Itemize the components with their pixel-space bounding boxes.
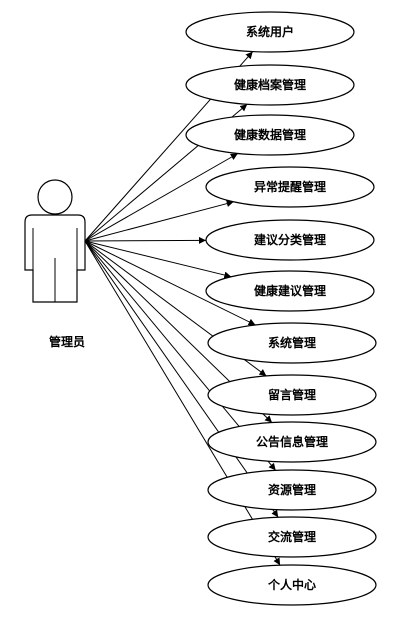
use-case-label: 留言管理 <box>268 387 316 402</box>
association-arrow <box>84 240 279 518</box>
use-case-ellipse <box>207 421 377 463</box>
use-case-ellipse <box>205 166 375 208</box>
use-case-label: 健康数据管理 <box>234 127 306 142</box>
use-case-ellipse <box>207 322 377 364</box>
use-case: 异常提醒管理 <box>205 166 375 208</box>
use-case: 交流管理 <box>207 516 377 558</box>
actor-head <box>37 179 73 215</box>
use-case: 健康数据管理 <box>185 114 355 156</box>
use-case-label: 交流管理 <box>268 529 316 544</box>
use-case: 建议分类管理 <box>205 219 375 261</box>
use-case-label: 资源管理 <box>268 482 316 497</box>
actor-label: 管理员 <box>49 334 85 349</box>
use-case-ellipse <box>207 564 377 606</box>
use-case-ellipse <box>185 11 355 53</box>
use-case-label: 异常提醒管理 <box>254 179 326 194</box>
use-cases: 系统用户健康档案管理健康数据管理异常提醒管理建议分类管理健康建议管理系统管理留言… <box>185 11 377 606</box>
use-case-label: 建议分类管理 <box>253 232 326 247</box>
use-case-ellipse <box>205 219 375 261</box>
use-case-label: 健康档案管理 <box>234 77 306 92</box>
use-case-ellipse <box>207 516 377 558</box>
association-arrow <box>84 236 207 244</box>
use-case-label: 系统用户 <box>246 24 294 39</box>
use-case-ellipse <box>185 114 355 156</box>
use-case: 公告信息管理 <box>207 421 377 463</box>
use-case-ellipse <box>205 270 375 312</box>
use-case: 系统管理 <box>207 322 377 364</box>
use-case-ellipse <box>207 469 377 511</box>
use-case: 资源管理 <box>207 469 377 511</box>
association-arrow <box>84 240 232 279</box>
use-case: 个人中心 <box>207 564 377 606</box>
use-case: 健康建议管理 <box>205 270 375 312</box>
use-case: 留言管理 <box>207 374 377 416</box>
use-case-label: 公告信息管理 <box>256 434 328 449</box>
actor-figure: 管理员 <box>24 179 86 349</box>
use-case-label: 个人中心 <box>267 577 316 592</box>
association-arrow <box>84 153 239 242</box>
use-case-label: 健康建议管理 <box>254 283 326 298</box>
use-case: 健康档案管理 <box>185 64 355 106</box>
use-case-ellipse <box>185 64 355 106</box>
use-case: 系统用户 <box>185 11 355 53</box>
use-case-ellipse <box>207 374 377 416</box>
use-case-label: 系统管理 <box>268 335 316 350</box>
association-arrow <box>84 240 281 566</box>
association-arrow <box>84 200 234 242</box>
association-arrow <box>84 240 256 326</box>
